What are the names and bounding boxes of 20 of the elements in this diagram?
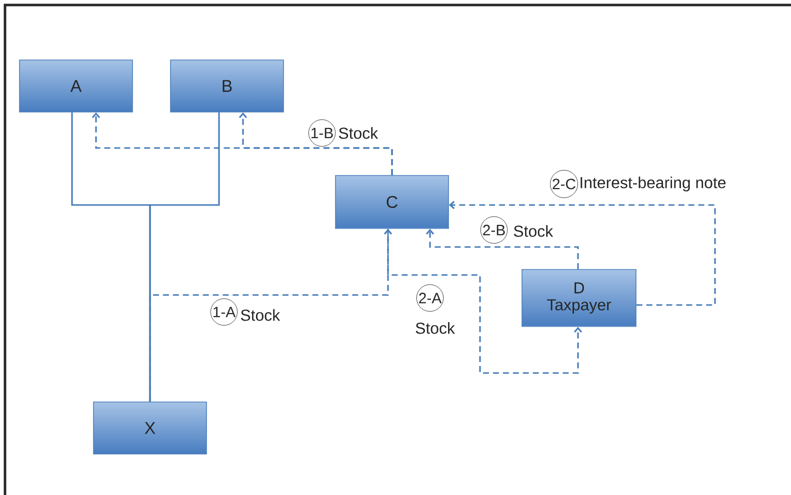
entity-box: D Taxpayer	[522, 269, 636, 327]
edge-label: Stock	[416, 322, 455, 334]
edge-label: Stock	[240, 309, 280, 321]
arrow	[426, 228, 579, 270]
edge-label: Stock	[514, 225, 554, 237]
arrow	[149, 228, 392, 402]
callout-number: 1-B	[308, 119, 336, 147]
entity-box: B	[170, 60, 284, 112]
arrow	[238, 112, 393, 176]
edge-label: Stock	[338, 127, 378, 139]
callout-number: 2-C	[550, 170, 578, 198]
callout-number: 1-A	[210, 298, 238, 326]
edge-label: Interest-bearing note	[580, 176, 726, 192]
entity-box: A	[19, 60, 133, 112]
entity-box: X	[93, 402, 207, 454]
arrow	[387, 228, 582, 374]
callout-number: 2-B	[480, 216, 508, 244]
entity-box: C	[335, 175, 449, 229]
callout-number: 2-A	[416, 284, 444, 312]
arrow	[448, 200, 716, 306]
